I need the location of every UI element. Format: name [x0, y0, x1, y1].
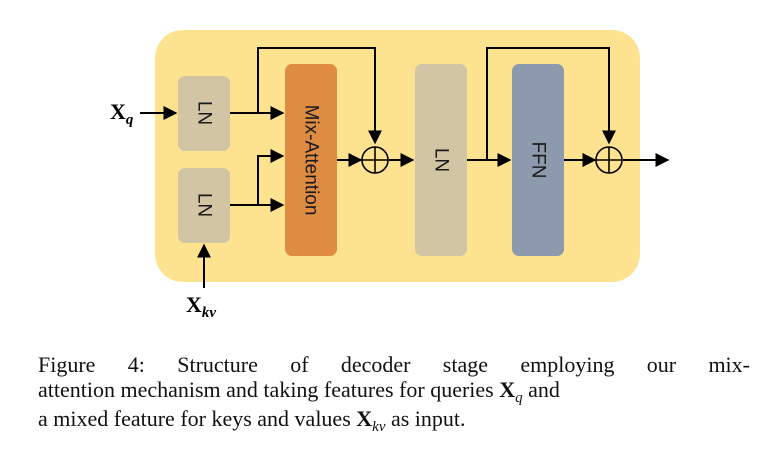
ln-middle-box [415, 64, 467, 256]
residual-skip-1 [257, 47, 382, 145]
mix-attention-label: Mix-Attention [301, 105, 322, 216]
decoder-block-container [155, 30, 640, 282]
input-keyvalue-label: Xkv [186, 292, 216, 321]
caption-var-xq: X [499, 377, 516, 402]
ffn-label: FFN [528, 142, 549, 179]
input-query-label: Xq [110, 99, 134, 128]
figure-caption: Figure 4: Structure of decoder stage emp… [38, 352, 750, 435]
decoder-stage-diagram: LN LN Mix-Attention LN FFN Xq Xkv [110, 30, 670, 321]
residual-skip-2 [486, 47, 616, 160]
ln-keyvalue-box [178, 168, 230, 243]
ffn-box [512, 64, 564, 256]
caption-line-1: Figure 4: Structure of decoder stage emp… [38, 352, 750, 377]
ln-query-box [178, 76, 230, 151]
caption-line-2: attention mechanism and taking features … [38, 377, 560, 406]
ln-query-label: LN [194, 101, 215, 125]
ln-keyvalue-label: LN [194, 193, 215, 217]
caption-line-3: a mixed feature for keys and values Xkv … [38, 406, 466, 435]
add-node-1 [361, 146, 389, 174]
add-node-2 [595, 146, 623, 174]
arrow-lnkv-to-mixattn-upper [257, 149, 285, 205]
ln-middle-label: LN [431, 148, 452, 172]
caption-var-xkv: X [356, 406, 373, 431]
mix-attention-box [285, 64, 337, 256]
